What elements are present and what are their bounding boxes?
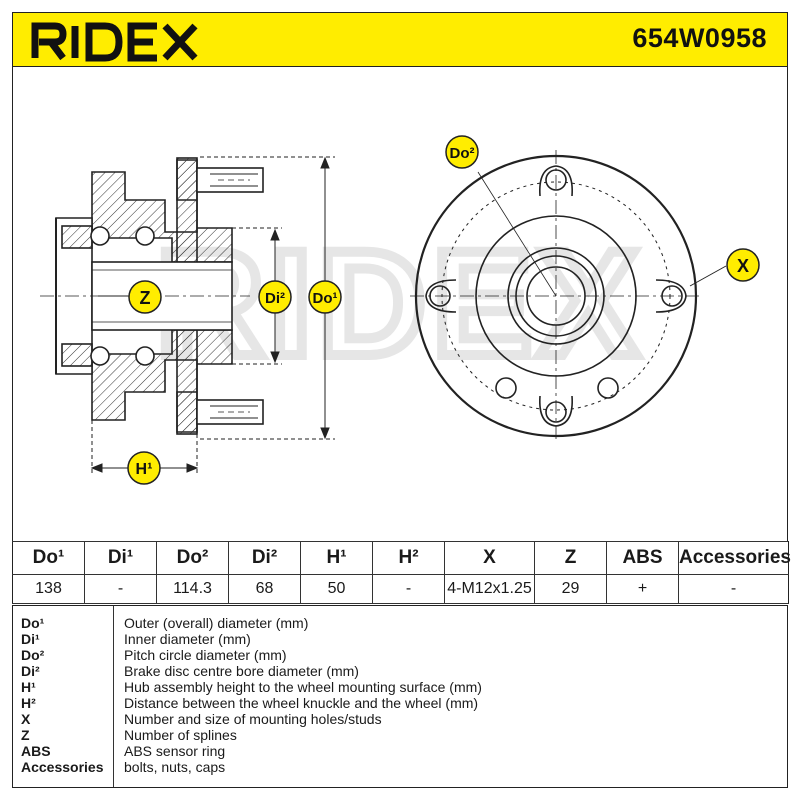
legend-row-di1: Di¹ Inner diameter (mm) [13,631,787,647]
svg-text:H¹: H¹ [136,461,153,478]
legend-key: X [21,711,31,727]
watermark: RIDEX [156,219,644,387]
legend-panel: Do¹ Outer (overall) diameter (mm) Di¹ In… [12,605,788,788]
legend-key: Di² [21,663,40,679]
legend-desc: Number and size of mounting holes/studs [124,711,382,727]
side-view [40,157,264,435]
legend-desc: Distance between the wheel knuckle and t… [124,695,479,711]
spec-header-cell: Do¹ [12,541,85,575]
legend-row-do1: Do¹ Outer (overall) diameter (mm) [13,615,787,631]
spec-value-cell: - [678,574,789,604]
spec-value-cell: 50 [300,574,373,604]
legend-desc: Hub assembly height to the wheel mountin… [124,679,482,695]
legend-key: H¹ [21,679,36,695]
svg-text:Z: Z [140,288,151,308]
part-number: 654W0958 [632,23,767,53]
spec-header-cell: X [444,541,535,575]
legend-key: H² [21,695,36,711]
spec-table: Do¹ Di¹ Do² Di² H¹ H² X Z ABS Accessorie… [12,541,791,604]
spec-value-cell: 68 [228,574,301,604]
mount-hole-lower-left [495,377,517,399]
spec-value-cell: 114.3 [156,574,229,604]
spec-value-cell: + [606,574,679,604]
spec-header-cell: Di¹ [84,541,157,575]
bearing-ball-3 [90,346,110,366]
legend-row-accessories: Accessories bolts, nuts, caps [13,759,787,775]
spec-value-cell: - [372,574,445,604]
callout-do2: Do² [445,135,479,169]
callout-do1: Do¹ [308,280,342,314]
spec-header-row: Do¹ Di¹ Do² Di² H¹ H² X Z ABS Accessorie… [12,541,791,575]
legend-row-z: Z Number of splines [13,727,787,743]
legend-row-x: X Number and size of mounting holes/stud… [13,711,787,727]
legend-desc: Brake disc centre bore diameter (mm) [124,663,359,679]
front-view [410,150,727,440]
bearing-ball-4 [135,346,155,366]
legend-key: ABS [21,743,51,759]
bearing-ball-2 [135,226,155,246]
callout-x: X [726,248,760,282]
spec-header-cell: H¹ [300,541,373,575]
bearing-ball-1 [90,226,110,246]
svg-text:Do²: Do² [450,145,475,162]
legend-desc: ABS sensor ring [124,743,226,759]
spec-header-cell: Do² [156,541,229,575]
legend-row-abs: ABS ABS sensor ring [13,743,787,759]
spec-header-cell: H² [372,541,445,575]
legend-key: Accessories [21,759,104,775]
callout-di2: Di² [258,280,292,314]
spec-value-cell: 29 [534,574,607,604]
header-bar: 654W0958 [12,12,788,67]
bolt-lobe-left [425,279,457,313]
legend-key: Di¹ [21,631,40,647]
technical-drawing: RIDEX [40,135,760,485]
bolt-lobe-right [655,279,687,313]
legend-desc: bolts, nuts, caps [124,759,226,775]
spec-value-cell: 138 [12,574,85,604]
legend-row-h1: H¹ Hub assembly height to the wheel moun… [13,679,787,695]
legend-row-do2: Do² Pitch circle diameter (mm) [13,647,787,663]
spec-value-row: 138 - 114.3 68 50 - 4-M12x1.25 29 + - [12,574,789,604]
spec-value-cell: 4-M12x1.25 [444,574,535,604]
ridex-logo [29,18,209,67]
legend-key: Z [21,727,30,743]
bolt-lobe-bottom [539,395,573,427]
spec-header-cell: ABS [606,541,679,575]
legend-row-h2: H² Distance between the wheel knuckle an… [13,695,787,711]
spec-header-cell: Di² [228,541,301,575]
spec-header-cell: Z [534,541,607,575]
legend-desc: Outer (overall) diameter (mm) [124,615,309,631]
legend-divider [113,606,114,787]
mount-hole-lower-right [597,377,619,399]
legend-desc: Inner diameter (mm) [124,631,251,647]
callout-z: Z [128,280,162,314]
legend-key: Do² [21,647,45,663]
spec-header-cell: Accessories [678,541,791,575]
svg-text:Di²: Di² [265,290,285,307]
bolt-lobe-top [539,165,573,197]
legend-desc: Number of splines [124,727,237,743]
svg-text:X: X [737,256,749,276]
svg-text:Do¹: Do¹ [313,290,338,307]
legend-desc: Pitch circle diameter (mm) [124,647,287,663]
callout-h1: H¹ [127,451,161,485]
legend-key: Do¹ [21,615,45,631]
spec-value-cell: - [84,574,157,604]
drawing-frame [12,67,788,541]
legend-row-di2: Di² Brake disc centre bore diameter (mm) [13,663,787,679]
